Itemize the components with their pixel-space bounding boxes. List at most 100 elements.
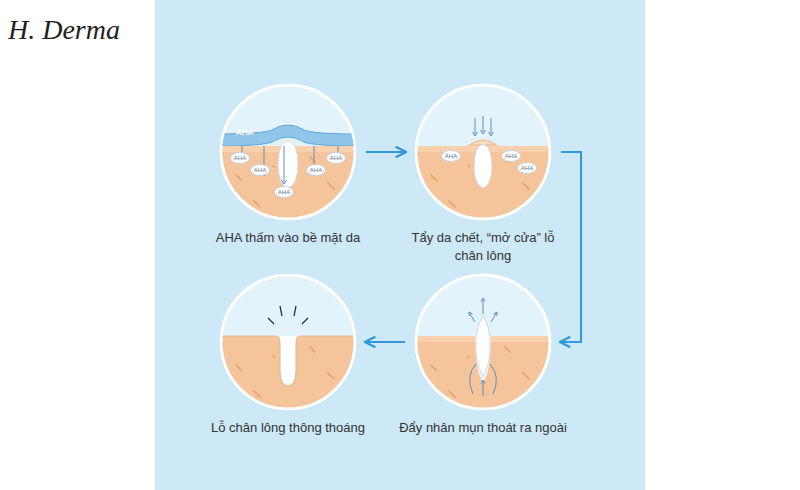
- skin-dot: [449, 391, 451, 393]
- skin-dot: [523, 183, 525, 185]
- skin-illustration: [413, 272, 553, 412]
- skin-dot: [331, 376, 333, 378]
- skin-dot: [314, 351, 316, 353]
- skin-dot: [310, 347, 312, 349]
- skin-dot: [258, 395, 260, 397]
- skin-dot: [327, 182, 329, 184]
- small-arrow: [483, 380, 484, 396]
- skin-dot: [435, 369, 437, 371]
- skin-dot: [329, 184, 331, 186]
- skin-dot: [347, 210, 349, 212]
- skin-dot: [453, 395, 455, 397]
- skin-dot: [541, 399, 543, 401]
- skin-dot: [454, 396, 456, 398]
- skin-dot: [434, 178, 436, 180]
- skin-dot: [431, 175, 433, 177]
- skin-dot: [310, 157, 312, 159]
- skin-dot: [330, 375, 332, 377]
- flow-arrow: [366, 341, 405, 343]
- skin-dot: [346, 399, 348, 401]
- skin-dot: [522, 182, 524, 184]
- aha-molecule: AHA: [501, 150, 521, 162]
- skin-dot: [333, 378, 335, 380]
- skin-dot: [257, 204, 259, 206]
- skin-dot: [349, 402, 351, 404]
- watermark-logo: H. Derma: [8, 14, 120, 46]
- skin-dot: [309, 346, 311, 348]
- small-arrow: [284, 146, 285, 182]
- skin-section: [413, 116, 553, 222]
- step-caption-box: Tẩy da chết, “mở cửa” lỗ chân lông: [408, 229, 558, 265]
- skin-dot: [255, 202, 257, 204]
- skin-dot: [255, 392, 257, 394]
- skin-dot: [330, 185, 332, 187]
- skin-dot: [450, 392, 452, 394]
- small-arrowhead: [494, 312, 498, 316]
- skin-dot: [507, 349, 509, 351]
- step-caption: Đẩy nhân mụn thoát ra ngoài: [399, 420, 567, 435]
- skin-dot: [351, 214, 353, 216]
- pore: [474, 144, 492, 188]
- skin-dot: [254, 391, 256, 393]
- skin-dot: [505, 347, 507, 349]
- skin-dot: [544, 212, 546, 214]
- circle-ring: [221, 275, 355, 409]
- skin-dot: [347, 400, 349, 402]
- skin-dot: [451, 203, 453, 205]
- skin-dot: [433, 367, 435, 369]
- skin-dot: [253, 390, 255, 392]
- aha-molecule: AHA: [250, 164, 270, 176]
- skin-dot: [527, 187, 529, 189]
- skin-dot: [235, 364, 237, 366]
- skin-dot: [504, 346, 506, 348]
- circle-ring: [416, 275, 550, 409]
- skin-dot: [524, 374, 526, 376]
- skin-dot: [253, 200, 255, 202]
- skin-dot: [259, 206, 261, 208]
- aha-label: AHA: [310, 167, 322, 173]
- skin: [218, 336, 358, 412]
- skin-dot: [527, 377, 529, 379]
- skin-dot: [237, 176, 239, 178]
- skin-dot: [468, 356, 470, 358]
- g-part: [218, 125, 358, 146]
- skin-dot: [346, 209, 348, 211]
- skin-dot: [541, 209, 543, 211]
- blue-panel: [155, 0, 645, 490]
- aha-molecule: AHA: [274, 186, 294, 198]
- aha-label: AHA: [236, 129, 253, 137]
- skin-dot: [256, 203, 258, 205]
- aha-molecule: AHA: [326, 152, 346, 164]
- skin-dot: [309, 156, 311, 158]
- skin-dot: [545, 213, 547, 215]
- step-circle: Lỗ chân lông thông thoáng: [218, 272, 358, 412]
- shine-line: [280, 306, 282, 316]
- skin-dot: [434, 368, 436, 370]
- curved-arrow: [470, 364, 476, 394]
- skin-dot: [546, 404, 548, 406]
- shine-line: [302, 318, 308, 324]
- skin-dot: [542, 210, 544, 212]
- skin-dot: [509, 351, 511, 353]
- skin-dot: [257, 394, 259, 396]
- skin-dot: [449, 201, 451, 203]
- skin-dot: [431, 365, 433, 367]
- skin-dot: [528, 188, 530, 190]
- small-arrowhead: [481, 380, 485, 384]
- skin-dot: [239, 178, 241, 180]
- step-caption-box: AHA thấm vào bề mặt da: [198, 229, 378, 247]
- skin-dot: [350, 213, 352, 215]
- aha-label: AHA: [254, 167, 266, 173]
- skin-dot: [328, 183, 330, 185]
- skin-dot: [523, 373, 525, 375]
- skin-section: [413, 298, 553, 412]
- skin-surface: [218, 336, 358, 386]
- skin-dot: [526, 376, 528, 378]
- step-caption-box: Đẩy nhân mụn thoát ra ngoài: [383, 419, 583, 437]
- skin-dot: [258, 205, 260, 207]
- small-arrowhead: [469, 312, 473, 316]
- small-arrow: [483, 298, 484, 314]
- skin-dot: [430, 174, 432, 176]
- aha-band: [218, 125, 358, 146]
- skin-section: [218, 140, 358, 222]
